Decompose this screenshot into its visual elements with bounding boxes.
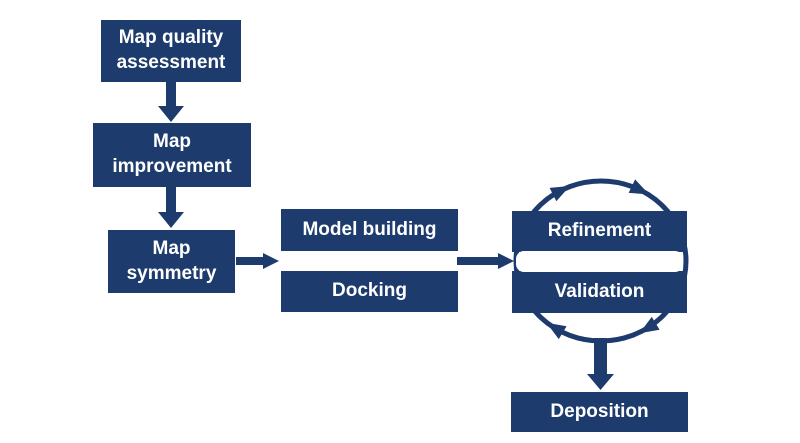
arrow-map-improvement-to-map-symmetry xyxy=(158,187,184,228)
arrow-map-symmetry-to-model-building-docking xyxy=(236,253,279,269)
cycle-arrowhead-bottom-right-icon xyxy=(639,316,660,334)
cycle-gap-slot xyxy=(516,251,683,272)
node-refinement: Refinement xyxy=(512,211,687,252)
cycle-arrowhead-bottom-left-icon xyxy=(546,322,567,340)
arrow-map-quality-to-map-improvement xyxy=(158,82,184,122)
node-docking: Docking xyxy=(281,271,458,312)
node-deposition: Deposition xyxy=(511,392,688,432)
cycle-arrowhead-top-left-icon xyxy=(549,186,570,202)
cycle-arrowhead-top-right-icon xyxy=(628,179,650,195)
node-map-improvement: Map improvement xyxy=(93,123,251,187)
node-validation: Validation xyxy=(512,271,687,313)
arrow-cycle-to-deposition xyxy=(587,338,614,390)
node-map-symmetry: Map symmetry xyxy=(108,230,235,293)
node-model-building: Model building xyxy=(281,209,458,251)
node-map-quality-assessment: Map quality assessment xyxy=(101,20,241,82)
arrow-model-building-docking-to-refinement-validation xyxy=(457,253,514,269)
